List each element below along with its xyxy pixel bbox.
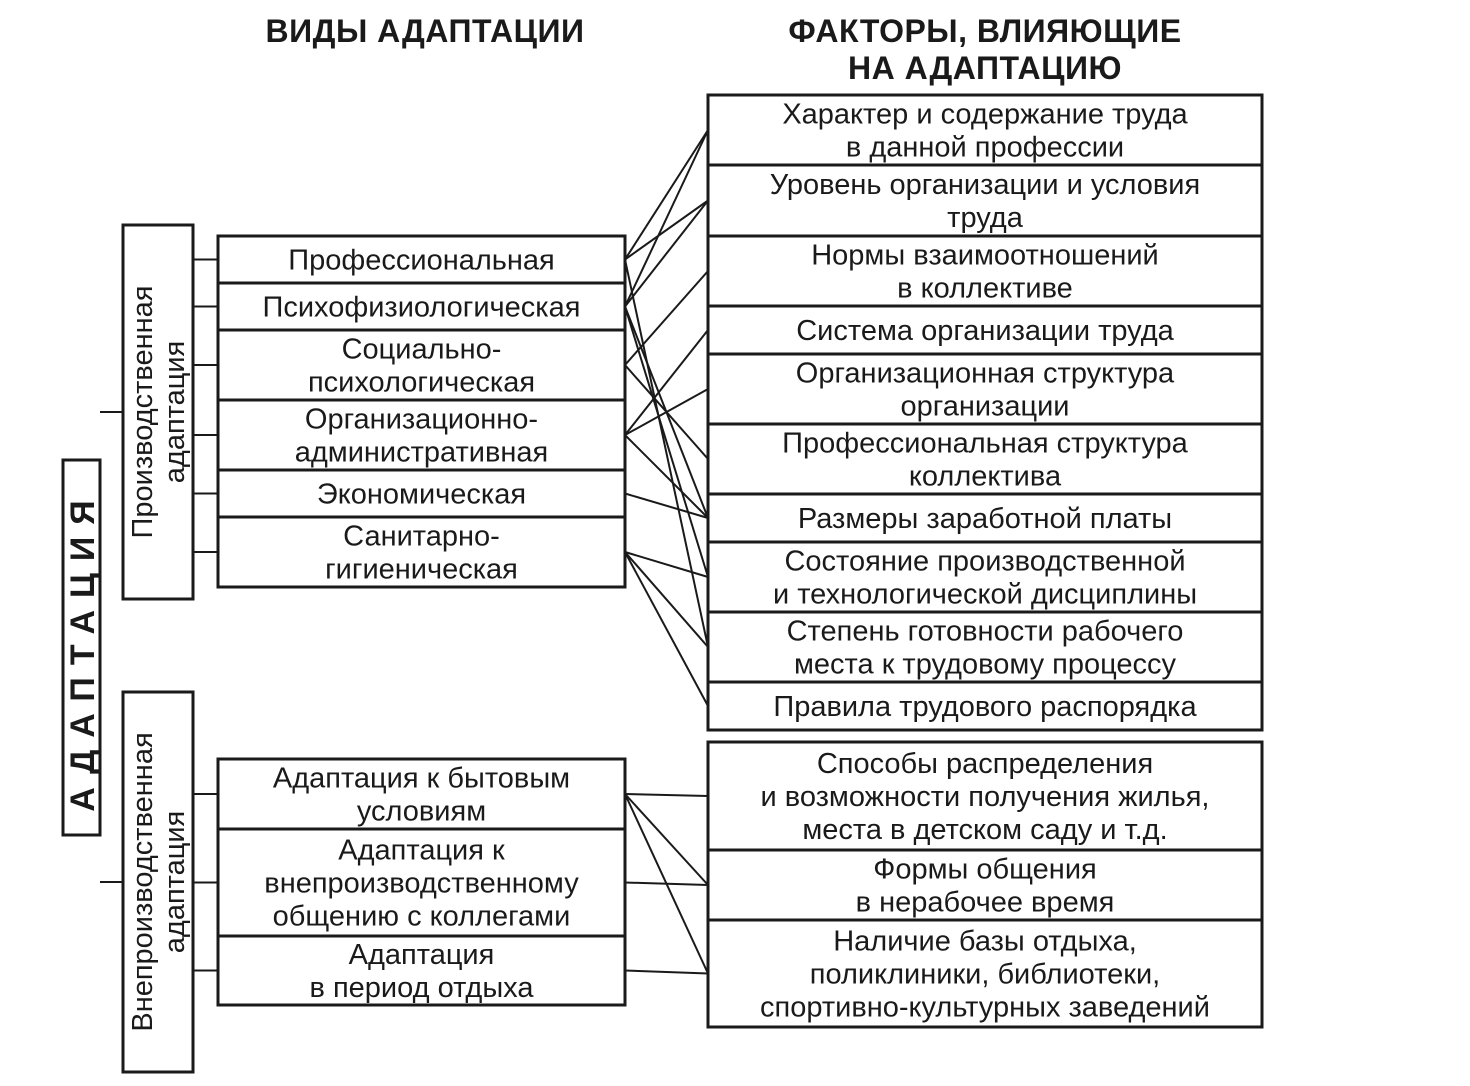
factor-label: Организационная структура [796,358,1175,390]
adaptation-type-economic: Экономическая [216,468,627,519]
factor-label: Размеры заработной платы [798,503,1172,535]
factor-label: в коллективе [897,273,1073,305]
adaptation-type-label: Экономическая [317,479,526,511]
root-adaptation-label: АДАПТАЦИЯ [64,488,102,811]
factor-label: Профессиональная структура [782,428,1189,460]
production-adaptation-box: Производственная адаптация [121,223,195,601]
adaptation-type-label: внепроизводственному [264,868,579,900]
factor-label: Наличие базы отдыха, [833,926,1137,958]
type-factor-connector [624,270,709,366]
factor-label: и возможности получения жилья, [761,781,1210,813]
types-header: ВИДЫ АДАПТАЦИИ [266,13,585,49]
adaptation-type-orgadmin: Организационно-административная [216,398,627,472]
factor-label: и технологической дисциплины [773,579,1197,611]
type-factor-connector [624,199,709,308]
production-adaptation-label: Производственная [127,286,159,539]
connector-layer [100,129,709,975]
factor-label: Система организации труда [796,315,1174,347]
factors-header-line: НА АДАПТАЦИЮ [848,50,1122,86]
factors-header-line: ФАКТОРЫ, ВЛИЯЮЩИЕ [788,13,1181,49]
adaptation-type-label: психологическая [308,367,535,399]
production-adaptation-label: адаптация [159,341,191,483]
type-factor-connector [624,199,709,261]
type-factor-connector [624,881,709,886]
types-header-line: ВИДЫ АДАПТАЦИИ [266,13,585,49]
factor-label: Нормы взаимоотношений [811,240,1159,272]
factor-label: коллектива [909,461,1062,493]
adaptation-type-psychophysio: Психофизиологическая [216,281,627,332]
factor-label: Характер и содержание труда [782,99,1188,131]
type-factor-connector [624,969,709,975]
factor-label: места в детском саду и т.д. [802,814,1167,846]
type-factor-connector [624,259,709,648]
factor-label: Способы распределения [817,748,1153,780]
factor-f10: Правила трудового распорядка [706,680,1264,732]
adaptation-type-label: Адаптация к [338,835,505,867]
factor-label: спортивно-культурных заведений [760,992,1210,1024]
root-adaptation-box: АДАПТАЦИЯ [61,458,102,837]
type-factor-connector [624,388,709,436]
type-factor-connector [624,129,709,261]
type-factor-connector [624,129,709,307]
adaptation-type-label: гигиеническая [325,554,518,586]
factor-label: Состояние производственной [784,546,1185,578]
adaptation-type-label: Санитарно- [343,521,500,553]
factor-label: труда [947,202,1024,234]
type-factor-connector [624,434,709,519]
type-factor-connector [624,551,709,578]
nonproduction-adaptation-label: Внепроизводственная [127,732,159,1031]
adaptation-type-label: административная [295,437,549,469]
factor-label: места к трудовому процессу [794,649,1177,681]
factor-label: в данной профессии [846,132,1124,164]
factor-label: в нерабочее время [856,887,1115,919]
factor-f4: Система организации труда [706,304,1264,356]
adaptation-type-label: Психофизиологическая [263,292,581,324]
adaptation-type-label: Профессиональная [288,245,554,277]
adaptation-type-professional: Профессиональная [216,234,627,285]
adaptation-type-label: Социально- [342,334,502,366]
adaptation-types-column: ПрофессиональнаяПсихофизиологическаяСоци… [216,234,627,1007]
factor-label: Правила трудового распорядка [773,691,1197,723]
nonproduction-adaptation-label: адаптация [159,811,191,953]
factor-label: организации [901,391,1070,423]
adaptation-type-label: общению с коллегами [273,901,571,933]
type-factor-connector [624,329,709,436]
adaptation-type-label: Адаптация к бытовым [273,763,570,795]
type-factor-connector [624,551,709,648]
factor-f13: Наличие базы отдыха,поликлиники, библиот… [706,918,1264,1029]
adaptation-type-sanitary: Санитарно-гигиеническая [216,515,627,589]
factor-label: поликлиники, библиотеки, [810,959,1160,991]
factors-header: ФАКТОРЫ, ВЛИЯЮЩИЕ НА АДАПТАЦИЮ [788,13,1181,86]
nonproduction-adaptation-box: Внепроизводственная адаптация [121,690,195,1074]
factor-label: Уровень организации и условия [770,169,1200,201]
type-factor-connector [624,551,709,707]
factor-f7: Размеры заработной платы [706,492,1264,544]
type-factor-connector [624,306,709,578]
adaptation-type-label: в период отдыха [310,972,535,1004]
type-factor-connector [624,793,709,797]
type-factor-connector [624,492,709,519]
factor-label: Степень готовности рабочего [787,616,1184,648]
adaptation-type-label: условиям [357,796,486,828]
adaptation-type-label: Адаптация [349,939,495,971]
adaptation-type-label: Организационно- [305,404,538,436]
adaptation-type-sociopsych: Социально-психологическая [216,328,627,402]
type-factor-connector [624,793,709,886]
factor-label: Формы общения [873,854,1096,886]
